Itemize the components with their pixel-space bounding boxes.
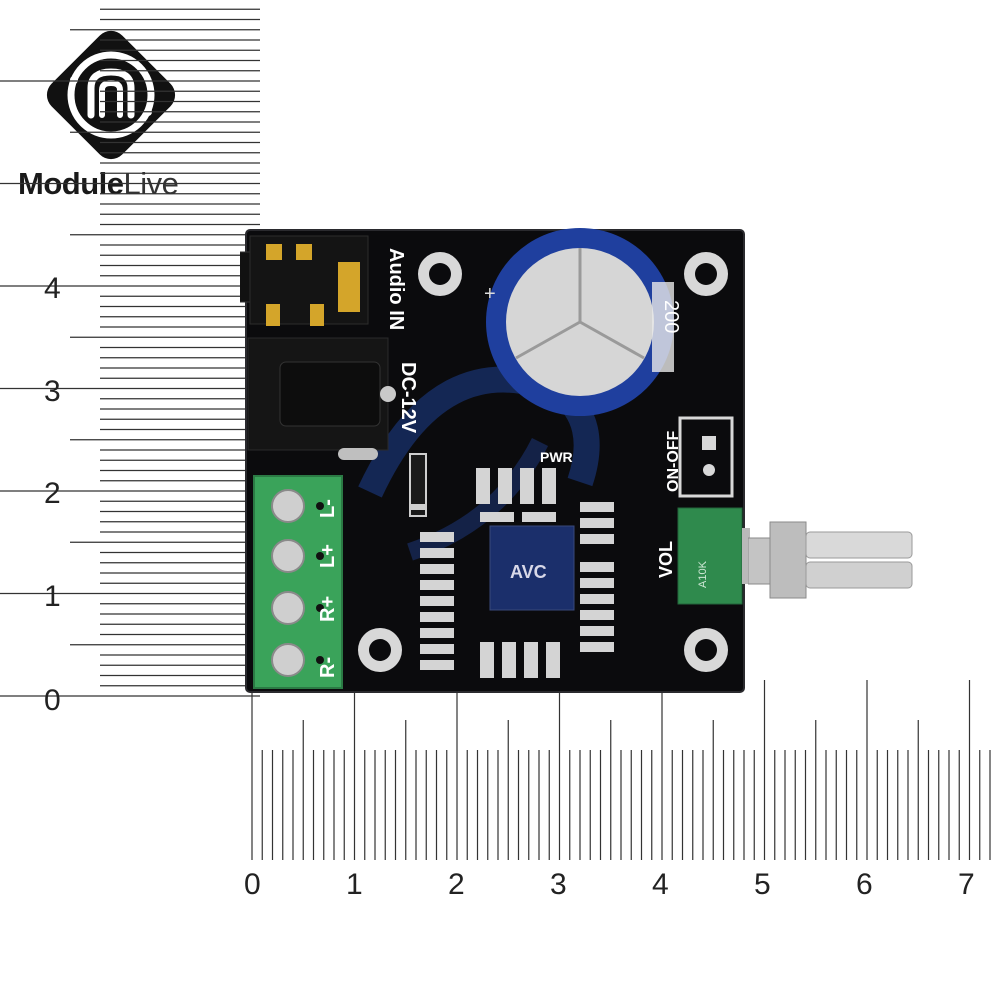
amplifier-chip-icon: AVC: [489, 525, 575, 611]
speaker-terminal-block-icon: [253, 475, 343, 689]
diode-icon: [409, 453, 427, 517]
horizontal-ruler: [251, 680, 991, 860]
v-label-2: 2: [44, 477, 61, 510]
modulelive-logo-icon: [46, 30, 176, 160]
pot-label: A10K: [697, 560, 709, 588]
h-label-1: 1: [346, 868, 363, 901]
amplifier-board: 200 + Audio IN DC-12V PWR ON-OFF VOL AVC: [240, 228, 750, 693]
dc-label: DC-12V: [397, 362, 419, 434]
volume-knob-icon: A10K: [677, 507, 750, 605]
svg-text:+: +: [484, 283, 496, 305]
terminal-label-l-plus: L+: [317, 544, 339, 568]
capacitor-label: 200: [660, 300, 682, 333]
audio-in-label: Audio IN: [385, 248, 407, 330]
h-label-7: 7: [958, 868, 975, 901]
terminal-label-r-plus: R+: [317, 596, 339, 622]
capacitor-icon: 200: [486, 228, 682, 416]
h-label-2: 2: [448, 868, 465, 901]
h-label-5: 5: [754, 868, 771, 901]
on-off-label: ON-OFF: [665, 430, 682, 492]
terminal-label-l-minus: L-: [317, 499, 339, 518]
h-label-4: 4: [652, 868, 669, 901]
chip-text: AVC: [510, 562, 547, 582]
v-label-4: 4: [44, 272, 61, 305]
smd-components: [420, 468, 614, 678]
vertical-ruler: [0, 8, 260, 697]
dc-jack-icon: [247, 337, 396, 460]
audio-jack-icon: [240, 235, 369, 326]
h-label-3: 3: [550, 868, 567, 901]
terminal-label-r-minus: R-: [317, 657, 339, 678]
mounting-hole-icon: [358, 252, 728, 672]
v-label-0: 0: [44, 684, 61, 717]
pwr-label: PWR: [540, 449, 573, 465]
v-label-3: 3: [44, 375, 61, 408]
potentiometer-shaft-icon[interactable]: [748, 508, 918, 608]
vol-label: VOL: [656, 541, 676, 578]
h-label-0: 0: [244, 868, 261, 901]
switch-footprint: [678, 416, 734, 498]
v-label-1: 1: [44, 580, 61, 613]
h-label-6: 6: [856, 868, 873, 901]
